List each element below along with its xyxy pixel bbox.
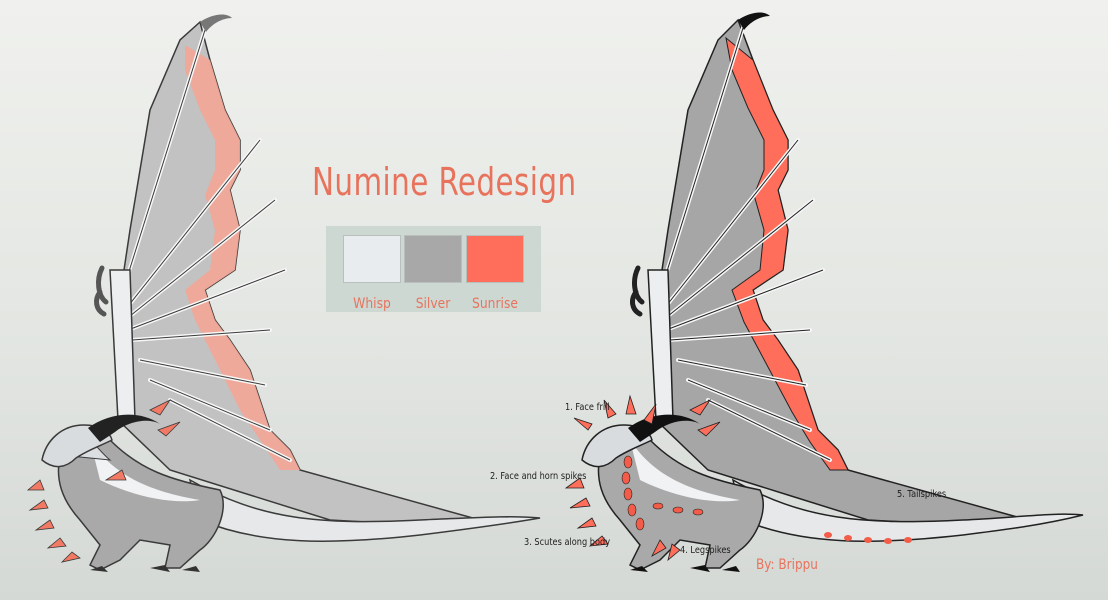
dragon-redesign-illustration (564, 12, 1084, 572)
tail (188, 478, 541, 542)
swatch-color (343, 235, 401, 283)
swatch-label: Silver (415, 296, 451, 312)
swatch-color (466, 235, 524, 283)
annotation-face-horn-spikes: 2. Face and horn spikes (490, 471, 587, 482)
swatch-label: Whisp (353, 296, 391, 312)
wing-arm (109, 269, 136, 421)
wing-claw (200, 14, 232, 32)
swatch-whisp: Whisp (343, 235, 401, 312)
tail (731, 478, 1084, 542)
annotation-scutes: 3. Scutes along body (524, 537, 611, 548)
annotation-face-frill: 1. Face frill (565, 402, 610, 413)
dragon-original-illustration (26, 14, 541, 572)
wing-membrane (652, 18, 1029, 526)
swatch-label: Sunrise (472, 296, 518, 312)
artist-credit: By: Brippu (756, 557, 818, 573)
wing-accent-edge (185, 45, 300, 470)
horn (628, 414, 700, 442)
color-palette: Whisp Silver Sunrise (326, 226, 541, 312)
wing-claw (738, 12, 770, 30)
page-title: Numine Redesign (312, 160, 577, 204)
horn (88, 414, 160, 442)
swatch-silver: Silver (404, 235, 462, 312)
annotation-legspikes: 4. Legspikes (680, 545, 731, 556)
wing-arm (647, 269, 674, 421)
swatch-sunrise: Sunrise (466, 235, 524, 312)
annotation-tailspikes: 5. Tailspikes (897, 489, 947, 500)
swatch-color (404, 235, 462, 283)
